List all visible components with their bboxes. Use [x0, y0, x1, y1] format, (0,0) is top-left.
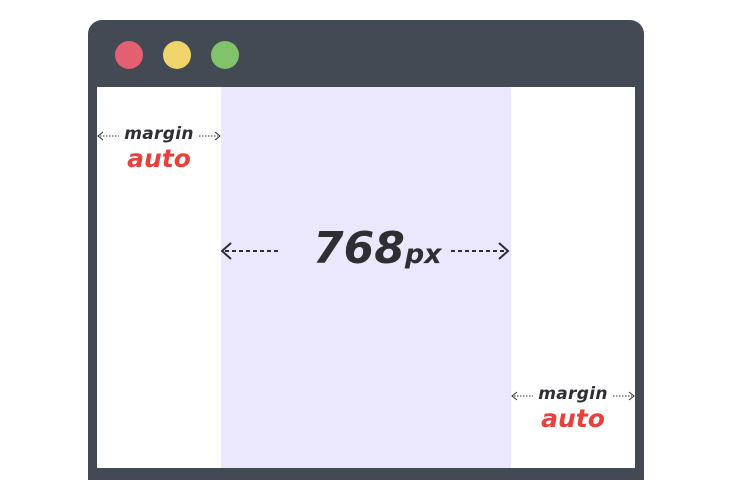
left-margin-value: auto [127, 144, 191, 173]
container-width-label: 768px [313, 223, 442, 274]
browser-viewport: margin auto 768px margin auto [97, 87, 635, 468]
centered-container [221, 87, 511, 468]
container-width-value: 768 [313, 223, 405, 274]
container-width-unit: px [404, 239, 442, 270]
container-width-arrow [220, 242, 510, 260]
browser-window: margin auto 768px margin auto [88, 20, 644, 480]
left-margin-arrow [97, 131, 221, 141]
right-margin-arrow [511, 391, 635, 401]
right-margin-label: margin [538, 384, 608, 404]
close-dot[interactable] [115, 41, 143, 69]
left-margin-label: margin [124, 124, 194, 144]
maximize-dot[interactable] [211, 41, 239, 69]
right-margin-value: auto [541, 404, 605, 433]
minimize-dot[interactable] [163, 41, 191, 69]
